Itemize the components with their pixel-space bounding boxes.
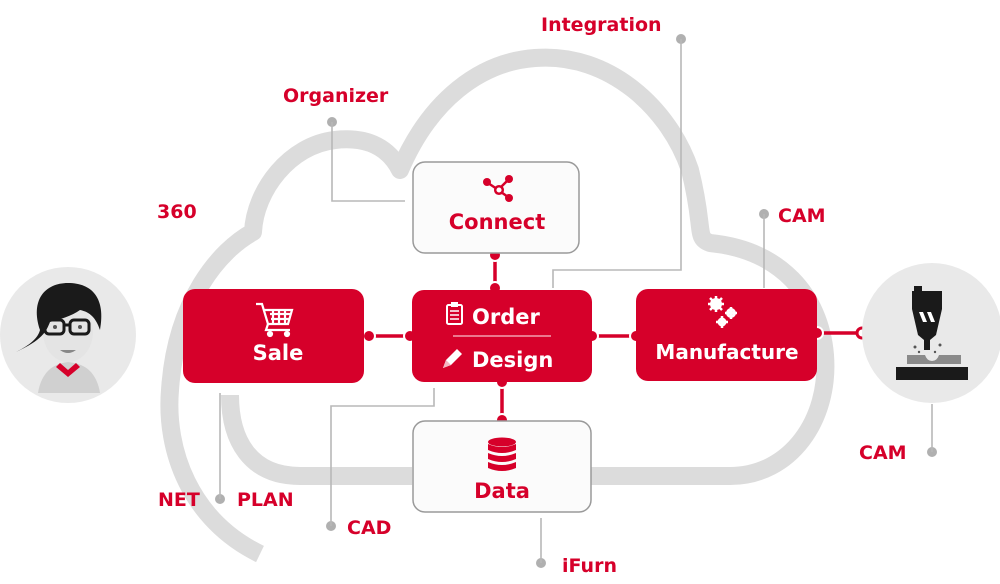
connector-order-manufacture [585,329,643,343]
leader-cam-right [927,404,937,457]
label-plan: PLAN [237,489,294,511]
cnc-machine-icon [862,263,1000,403]
sale-node[interactable]: Sale [183,289,364,383]
manufacture-node[interactable]: Manufacture [636,289,817,381]
connector-connect-order [488,248,502,295]
design-label: Design [472,348,553,372]
shopping-cart-icon [256,302,294,338]
label-net: NET [158,489,200,511]
gears-icon [708,296,737,328]
label-360: 360 [157,201,197,223]
data-label: Data [474,479,530,503]
connect-node[interactable]: Connect [412,161,580,254]
label-integration: Integration [541,14,662,36]
connect-label: Connect [449,210,545,234]
leader-cam-top [759,209,769,288]
manufacture-label: Manufacture [655,340,798,364]
user-avatar-icon [0,267,136,403]
sale-label: Sale [253,341,304,365]
clipboard-icon [446,302,463,325]
pencil-icon [443,349,462,368]
order-design-node[interactable]: Order Design [412,290,592,382]
cloud-outline-lower-left [221,394,412,485]
connector-sale-order [362,329,417,343]
label-cad: CAD [347,517,391,539]
connector-order-data [495,375,509,427]
database-icon [488,437,516,471]
leader-cad [326,388,435,531]
label-cam-top: CAM [778,205,826,227]
leader-net-plan [215,393,225,504]
share-network-icon [483,175,513,202]
leader-organizer [327,117,405,202]
connector-manufacture-machine [810,326,869,340]
order-label: Order [472,305,540,329]
leader-ifurn [536,518,546,568]
data-node[interactable]: Data [412,420,592,513]
label-cam-right: CAM [859,442,907,464]
label-organizer: Organizer [283,85,389,107]
leader-integration [552,34,686,288]
label-ifurn: iFurn [562,555,617,577]
